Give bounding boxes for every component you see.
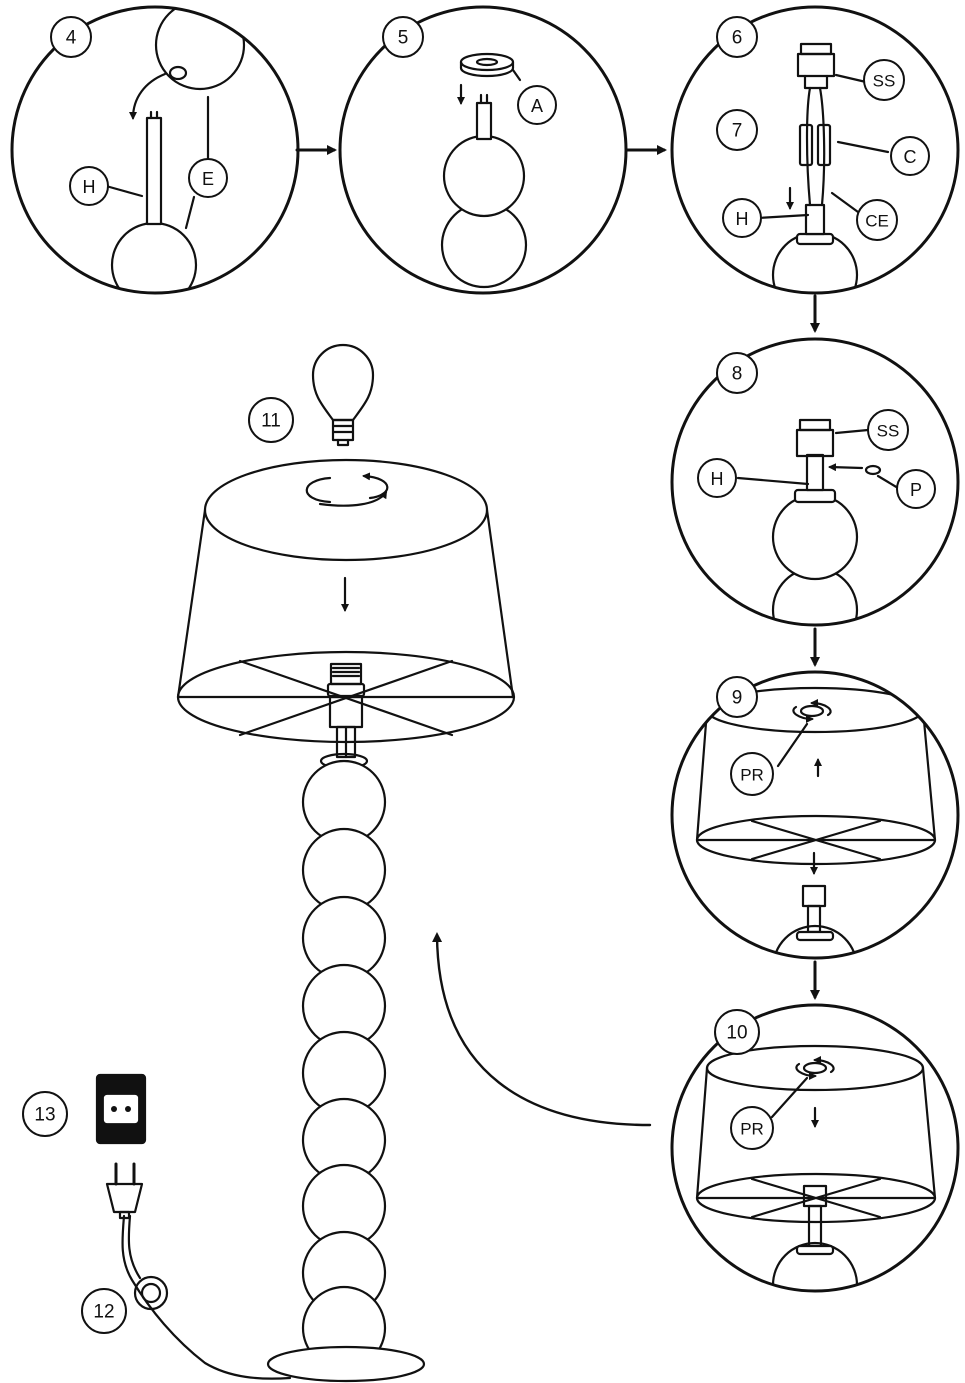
step-7-number: 7: [732, 121, 743, 142]
step-9-panel: [670, 670, 960, 960]
label-a: A: [531, 96, 543, 116]
label-c: C: [904, 147, 917, 167]
label-pr: PR: [740, 1120, 764, 1139]
step-4-panel: [10, 5, 300, 295]
rotate-icon: [305, 472, 389, 507]
step-10-panel: [670, 1003, 960, 1293]
step-8-number: 8: [732, 364, 743, 385]
light-bulb-icon: [311, 343, 375, 447]
label-ss: SS: [873, 72, 896, 91]
step-13-number: 13: [34, 1105, 55, 1126]
label-e: E: [202, 169, 214, 189]
label-p: P: [910, 480, 922, 500]
label-pr: PR: [740, 766, 764, 785]
label-h: H: [736, 209, 749, 229]
step-5-panel: [338, 5, 628, 295]
wall-socket-icon: [95, 1073, 147, 1145]
step-6-panel: [670, 5, 960, 295]
step-4-number: 4: [66, 28, 77, 49]
step-6-number: 6: [732, 28, 743, 49]
step-11-number: 11: [261, 411, 281, 432]
power-cord: [121, 1214, 292, 1380]
detail-magnifier: [154, 7, 246, 91]
label-ss: SS: [877, 422, 900, 441]
inline-switch-icon: [133, 1275, 169, 1311]
step-9-number: 9: [732, 688, 743, 709]
assembled-lamp: [176, 458, 516, 1383]
step-10-number: 10: [726, 1023, 747, 1044]
label-h: H: [711, 469, 724, 489]
plug-icon: [105, 1162, 144, 1220]
label-ce: CE: [865, 212, 889, 231]
step-5-number: 5: [398, 28, 409, 49]
label-h: H: [83, 177, 96, 197]
step-12-number: 12: [93, 1302, 114, 1323]
return-arrow-icon: [432, 932, 652, 1127]
step-8-panel: [670, 337, 960, 627]
